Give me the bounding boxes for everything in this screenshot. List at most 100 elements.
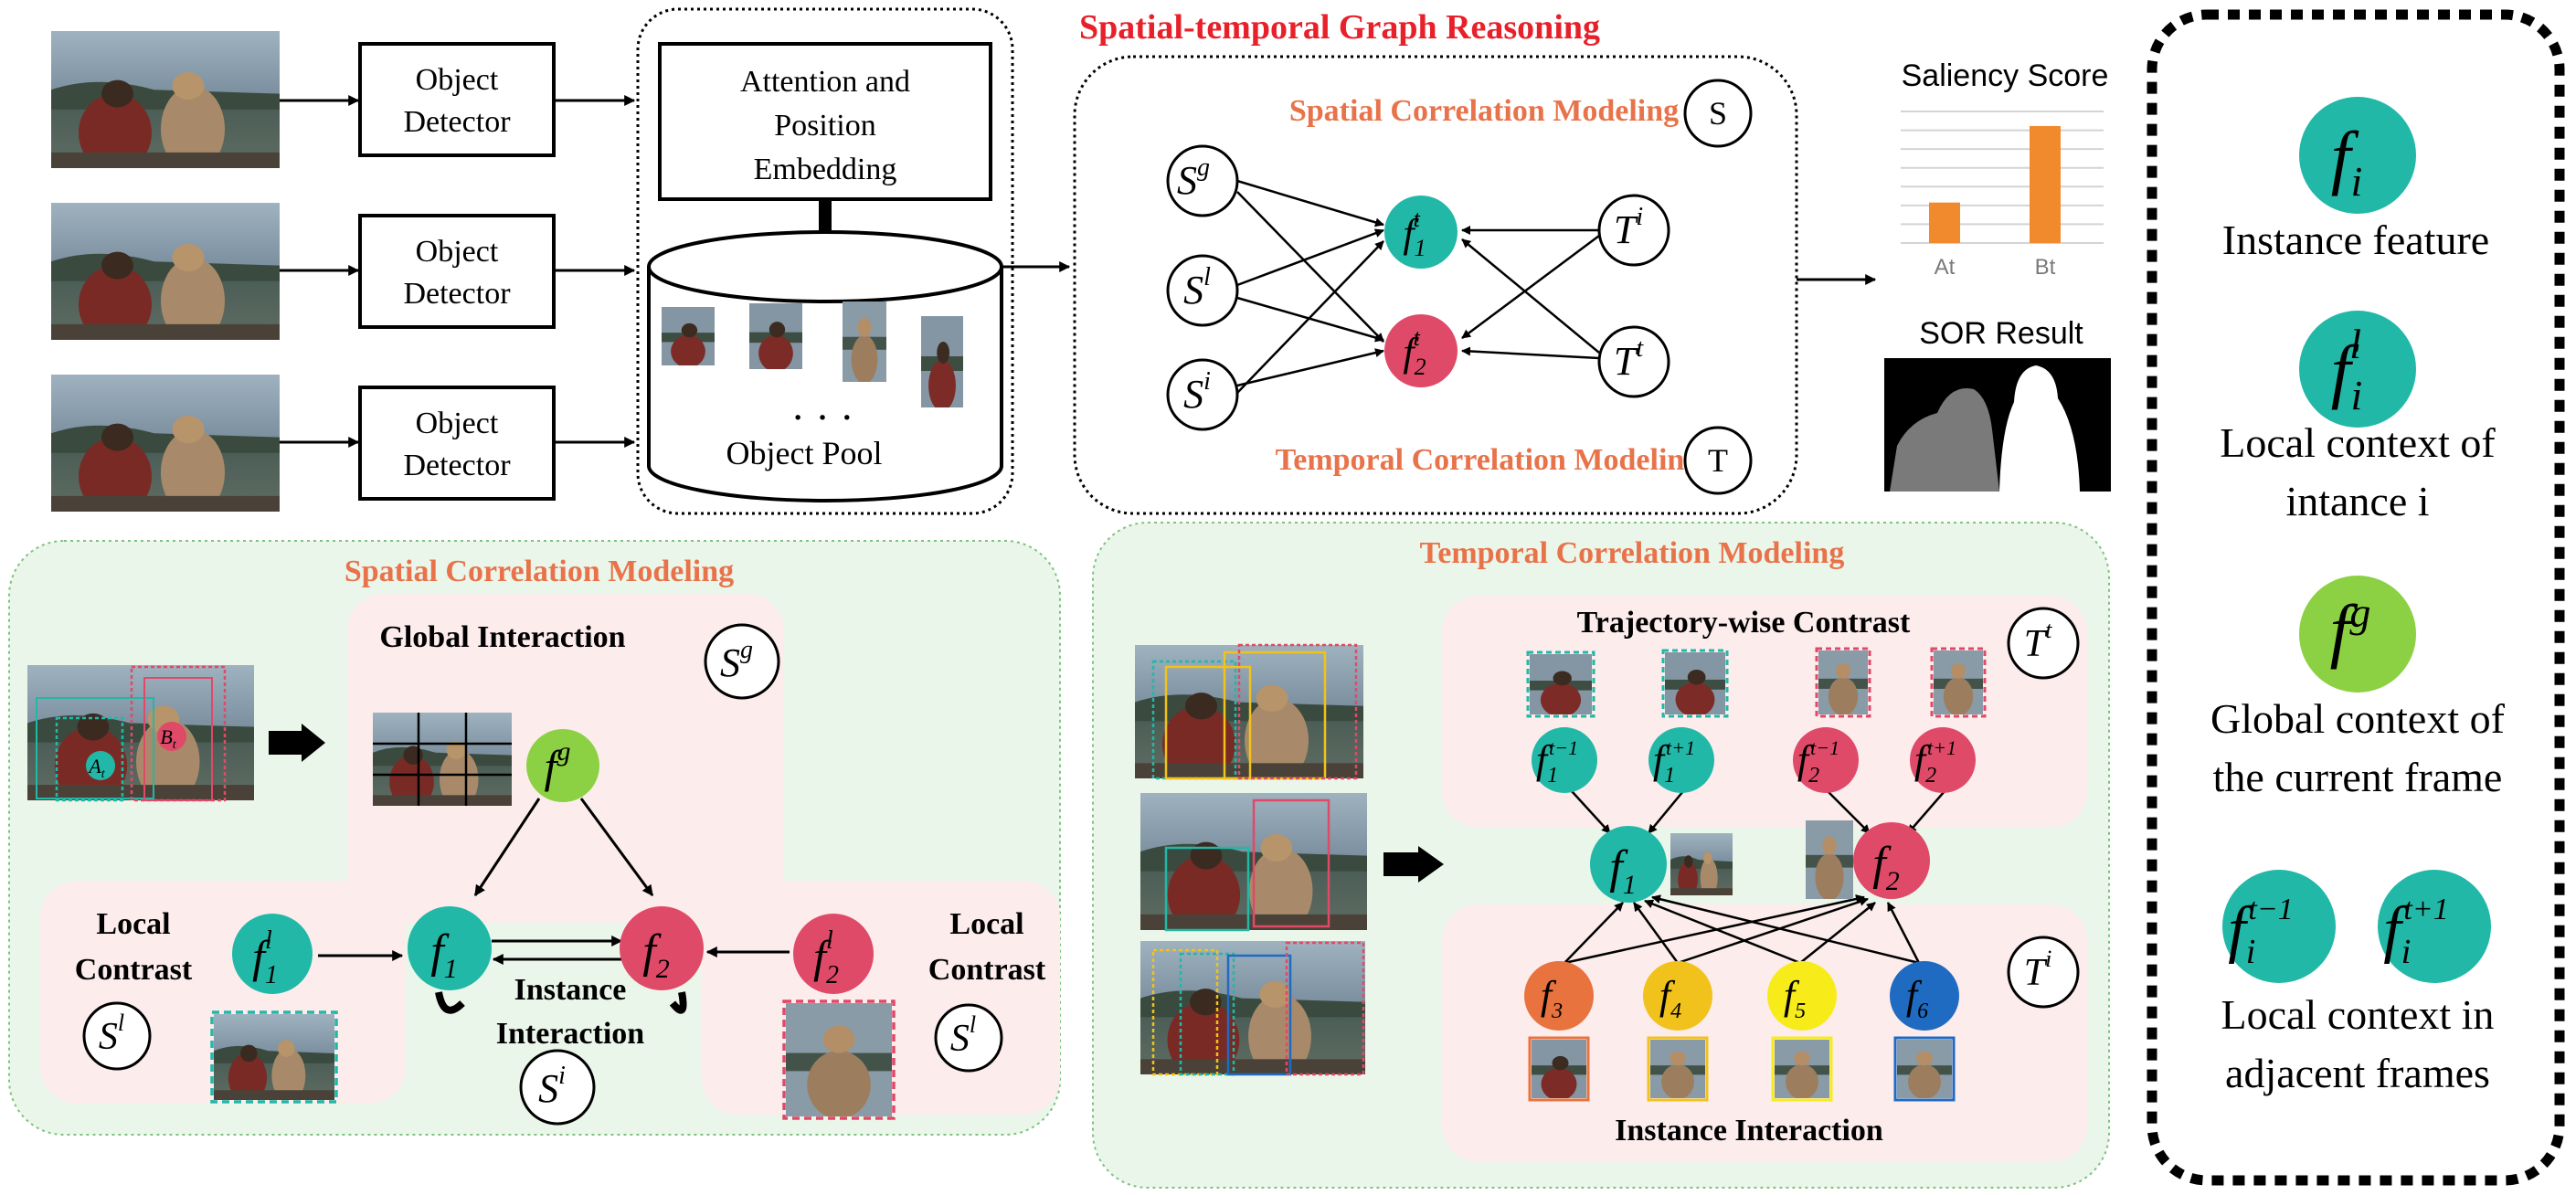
node-f1-local xyxy=(232,914,313,994)
legend-local-label-2: intance i xyxy=(2285,478,2429,524)
detector-label-line1: Object xyxy=(416,63,499,97)
badge-s-local-left xyxy=(82,1001,152,1071)
instance-interaction-1: Instance xyxy=(514,973,627,1007)
badge-t xyxy=(1683,426,1753,495)
badge-s-global xyxy=(704,623,780,700)
legend-global-icon xyxy=(2299,576,2416,693)
local-contrast-right-1: Local xyxy=(949,907,1023,941)
global-grid-frame xyxy=(373,713,512,806)
trajectory-crop-4 xyxy=(1934,650,1983,714)
saliency-bar-at xyxy=(1929,202,1960,243)
pool-crop-4 xyxy=(921,316,963,407)
marker-a xyxy=(86,751,115,780)
node-s-local xyxy=(1166,254,1239,327)
pool-cylinder-body xyxy=(647,267,1003,502)
svg-text:fit−1: fit−1 xyxy=(2228,893,2293,971)
object-detector-1: Object Detector xyxy=(358,42,556,157)
self-loop-right xyxy=(669,991,687,1014)
spatial-source-frame xyxy=(27,665,254,800)
node-t-trajectory xyxy=(1597,325,1670,398)
legend-local-label-1: Local context of xyxy=(2220,419,2496,466)
badge-s xyxy=(1683,79,1753,148)
trajectory-label: Trajectory-wise Contrast xyxy=(1577,606,1911,640)
node-other-3 xyxy=(1524,961,1594,1031)
node-adjacent-1 xyxy=(1532,727,1597,793)
instance-crop-6 xyxy=(1897,1040,1952,1098)
saliency-bar-bt xyxy=(2030,125,2061,243)
pool-label: Object Pool xyxy=(726,435,883,471)
svg-text:Ti: Ti xyxy=(1614,203,1643,252)
legend-global-label-2: the current frame xyxy=(2213,754,2503,800)
legend-local-icon xyxy=(2299,311,2416,428)
sor-mask-person-b xyxy=(1999,365,2080,492)
saliency-score-chart: Saliency Score At Bt xyxy=(1901,58,2108,280)
node-f-global xyxy=(526,729,599,802)
graph-spatial-label: Spatial Correlation Modeling xyxy=(1289,94,1679,128)
object-detector-2: Object Detector xyxy=(358,214,556,329)
saliency-cat-a: At xyxy=(1935,255,1956,280)
svg-text:fi: fi xyxy=(2331,117,2362,205)
spatial-title: Spatial Correlation Modeling xyxy=(345,555,734,588)
badge-s-instance xyxy=(519,1049,596,1126)
trajectory-crop-3 xyxy=(1818,650,1868,714)
detector-label-line2: Detector xyxy=(403,277,511,311)
detector-label-line2: Detector xyxy=(403,105,511,139)
node-other-5 xyxy=(1767,961,1837,1031)
input-frame-3 xyxy=(51,375,280,512)
pool-crop-3 xyxy=(843,301,886,382)
attention-line3: Embedding xyxy=(754,153,897,186)
detector-label-line1: Object xyxy=(416,235,499,269)
badge-t-text: T xyxy=(1708,442,1728,479)
marker-b xyxy=(157,722,186,751)
input-frame-1 xyxy=(51,31,280,168)
badge-t-instance xyxy=(2007,936,2080,1009)
svg-text:f1l: f1l xyxy=(252,926,278,989)
node-f1 xyxy=(408,906,492,990)
saliency-cat-b: Bt xyxy=(2035,255,2056,280)
node-temporal-f1 xyxy=(1590,826,1667,903)
detector-label-line1: Object xyxy=(416,407,499,440)
pool-ellipsis: · · · xyxy=(791,394,854,440)
svg-text:Tt: Tt xyxy=(1614,334,1644,384)
node-f2-local xyxy=(793,914,874,994)
legend-instance-label: Instance feature xyxy=(2222,217,2489,263)
legend-next-icon xyxy=(2378,870,2491,983)
node-f1-t xyxy=(1384,196,1458,269)
local-crop-right xyxy=(786,1003,892,1116)
node-other-6 xyxy=(1890,961,1959,1031)
sor-mask-person-a xyxy=(1890,388,1999,492)
instance-interaction-label: Instance Interaction xyxy=(1615,1114,1883,1147)
graph-reasoning-title: Spatial-temporal Graph Reasoning xyxy=(1079,8,1600,47)
thick-right-arrow xyxy=(302,724,325,762)
svg-text:Sg: Sg xyxy=(720,636,753,685)
input-frame-2 xyxy=(51,203,280,340)
global-interaction-label: Global Interaction xyxy=(379,620,625,654)
saliency-title: Saliency Score xyxy=(1902,58,2109,93)
node-adjacent-4-label: f2t+1 xyxy=(1914,736,1956,788)
pool-crop-2 xyxy=(749,303,802,369)
graph-temporal-label: Temporal Correlation Modeling xyxy=(1276,443,1701,477)
f2-crop xyxy=(1806,820,1853,899)
badge-t-trajectory xyxy=(2007,607,2080,680)
node-adjacent-1-label: f1t−1 xyxy=(1536,736,1578,788)
instance-crop-frame-3 xyxy=(1528,1036,1590,1102)
legend-adjacent-label-1: Local context in xyxy=(2221,991,2495,1038)
trajectory-crop-1 xyxy=(1530,654,1592,714)
self-loop-left xyxy=(435,991,465,1014)
node-s-instance xyxy=(1166,358,1239,431)
object-detector-3: Object Detector xyxy=(358,386,556,501)
svg-text:Sl: Sl xyxy=(950,1011,976,1060)
spatial-correlation-panel: Spatial Correlation Modeling At Bt Globa… xyxy=(8,540,1061,1136)
legend-instance-icon xyxy=(2299,97,2416,214)
sor-title: SOR Result xyxy=(1919,316,2083,351)
temporal-title: Temporal Correlation Modeling xyxy=(1420,536,1845,570)
attention-line2: Position xyxy=(774,109,875,143)
node-t-instance xyxy=(1597,194,1670,267)
object-pool-container: Attention and Position Embedding · · · O… xyxy=(636,7,1014,515)
legend-panel: fi Instance feature fil Local context of… xyxy=(2147,9,2565,1186)
instance-crop-frame-5 xyxy=(1771,1036,1833,1102)
instance-crop-frame-6 xyxy=(1893,1036,1956,1102)
graph-reasoning-box: Spatial Correlation Modeling Temporal Co… xyxy=(1073,55,1798,515)
legend-prev-icon xyxy=(2222,870,2336,983)
